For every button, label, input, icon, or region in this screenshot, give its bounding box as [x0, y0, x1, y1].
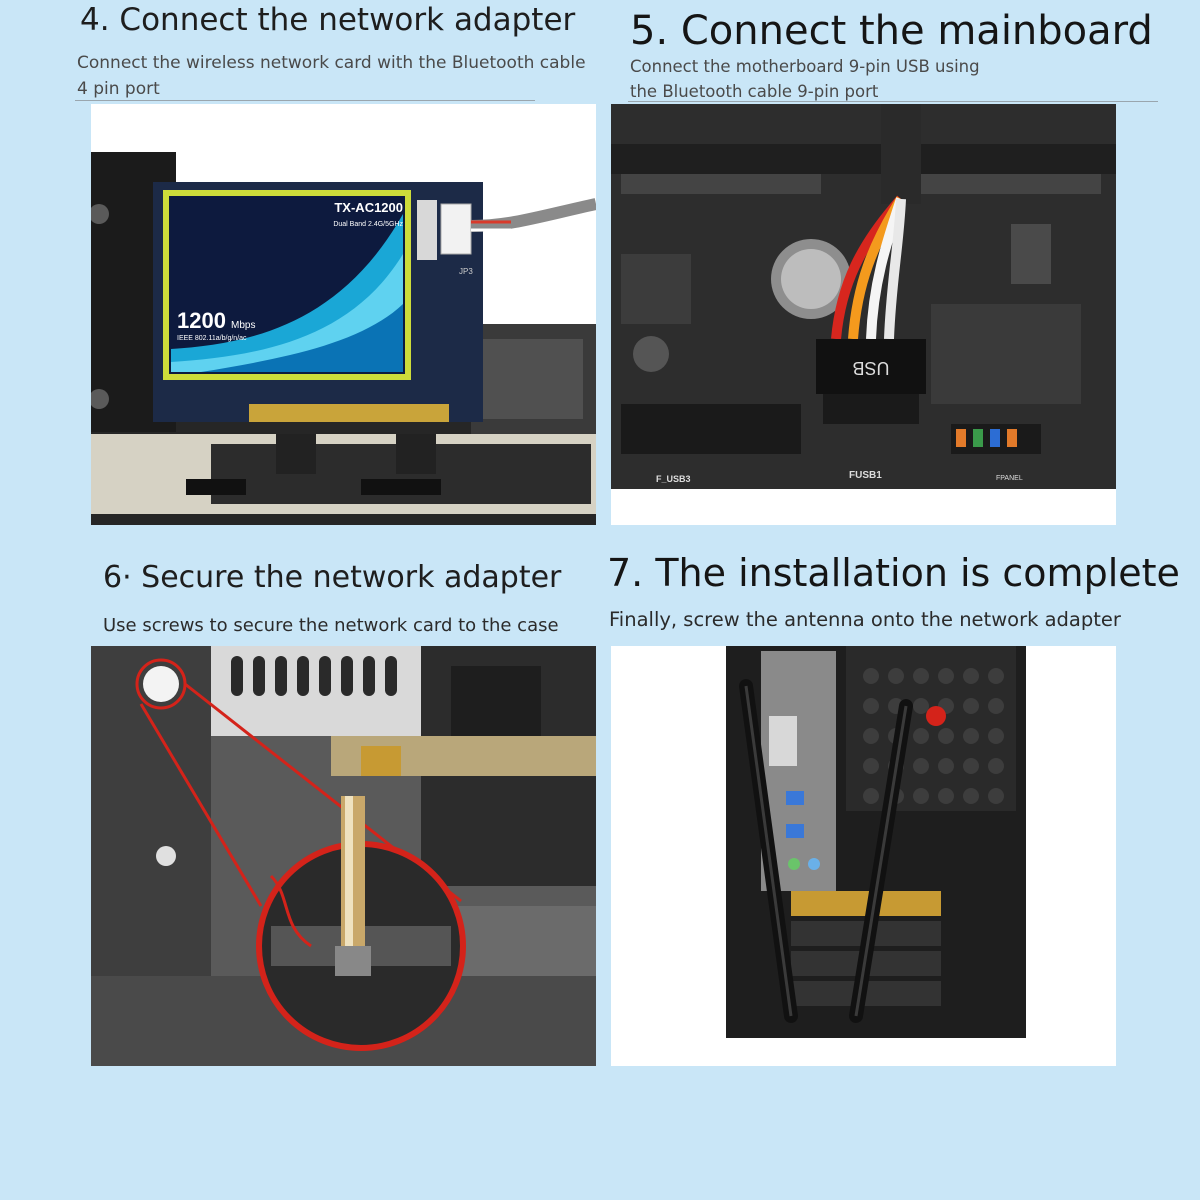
step-6-photo: [91, 646, 596, 1066]
step-4-description: Connect the wireless network card with t…: [77, 53, 586, 99]
card-model-label: TX-AC1200: [334, 200, 403, 215]
card-header-label: JP3: [459, 267, 473, 276]
step-4-photo: TX-AC1200 Dual Band 2.4G/5GHz 1200 Mbps …: [91, 104, 596, 525]
step-4-title: 4. Connect the network adapter: [80, 2, 576, 38]
step-5-divider: [628, 101, 1158, 102]
card-speed-label: 1200: [177, 308, 226, 333]
fpanel-label: FPANEL: [996, 475, 1023, 482]
step-6-title: 6· Secure the network adapter: [103, 560, 562, 595]
usb-connector-label: USB: [852, 358, 889, 378]
screw-securing-illustration: [91, 646, 596, 1066]
step-5-photo: USB F_USB3 FUSB1 FPANEL: [611, 104, 1116, 525]
antenna-installed-illustration: [611, 646, 1116, 1066]
fusb3-label: F_USB3: [656, 474, 691, 484]
network-card-illustration: TX-AC1200 Dual Band 2.4G/5GHz 1200 Mbps …: [91, 104, 596, 525]
fusb1-label: FUSB1: [849, 470, 882, 481]
step-7-description: Finally, screw the antenna onto the netw…: [609, 608, 1121, 631]
card-standard-label: IEEE 802.11a/b/g/n/ac: [177, 335, 247, 342]
motherboard-usb-illustration: USB F_USB3 FUSB1 FPANEL: [611, 104, 1116, 525]
step-6-description: Use screws to secure the network card to…: [103, 615, 559, 636]
step-7-photo: [611, 646, 1116, 1066]
step-5-description: Connect the motherboard 9-pin USB using …: [630, 57, 980, 101]
step-7-title: 7. The installation is complete: [607, 551, 1180, 595]
card-band-label: Dual Band 2.4G/5GHz: [333, 221, 403, 228]
card-speed-unit: Mbps: [231, 320, 255, 331]
step-5-title: 5. Connect the mainboard: [630, 8, 1153, 54]
step-4-divider: [75, 100, 535, 101]
